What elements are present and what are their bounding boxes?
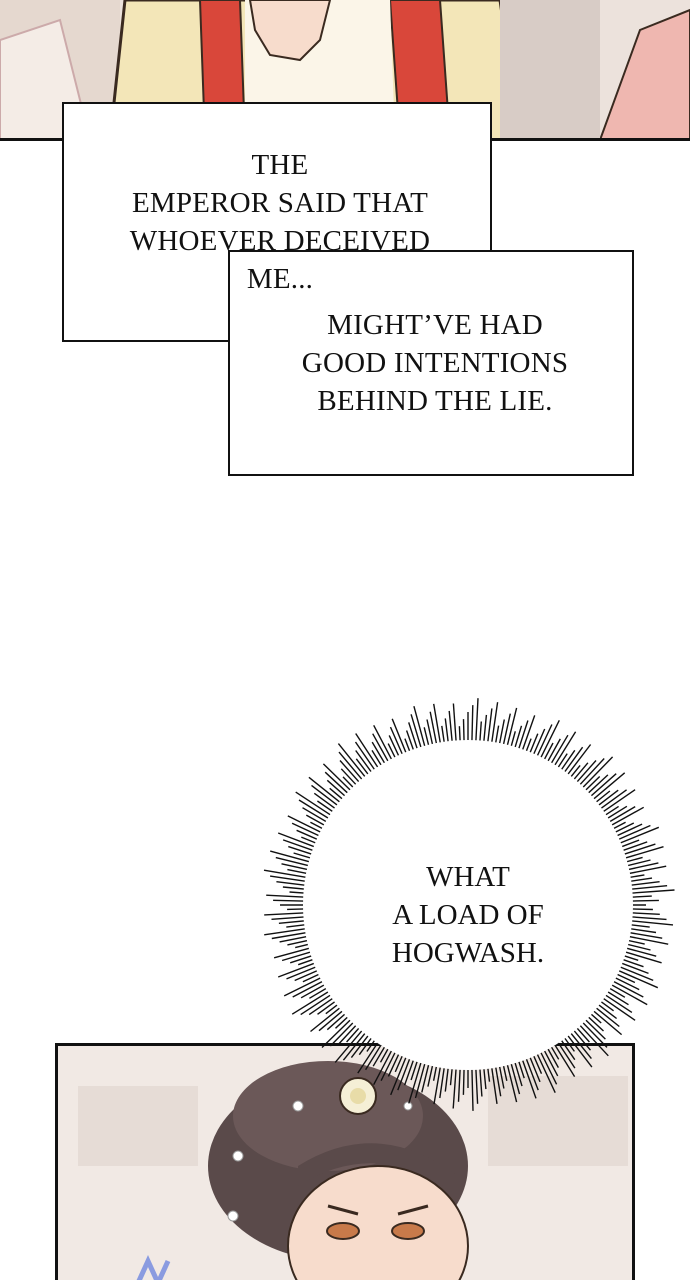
burst-line: WHAT <box>426 861 510 893</box>
caption-line: ME... <box>246 263 314 295</box>
burst-line: A LOAD OF <box>392 899 544 931</box>
caption-line: WHOEVER DECEIVED <box>129 225 431 257</box>
caption-line: GOOD INTENTIONS <box>301 347 569 379</box>
caption-line: BEHIND THE LIE. <box>317 385 553 417</box>
caption-merge-mask <box>230 252 490 340</box>
caption-text-2: MIGHT’VE HAD GOOD INTENTIONS BEHIND THE … <box>260 306 610 420</box>
caption-line: THE <box>251 149 309 181</box>
burst-center <box>303 740 633 1070</box>
caption-line: MIGHT’VE HAD <box>327 309 543 341</box>
caption-text-1: THE EMPEROR SAID THAT WHOEVER DECEIVED M… <box>100 146 460 298</box>
burst-line: HOGWASH. <box>391 937 545 969</box>
caption-line: EMPEROR SAID THAT <box>131 187 429 219</box>
thought-burst-text: WHAT A LOAD OF HOGWASH. <box>358 858 578 972</box>
